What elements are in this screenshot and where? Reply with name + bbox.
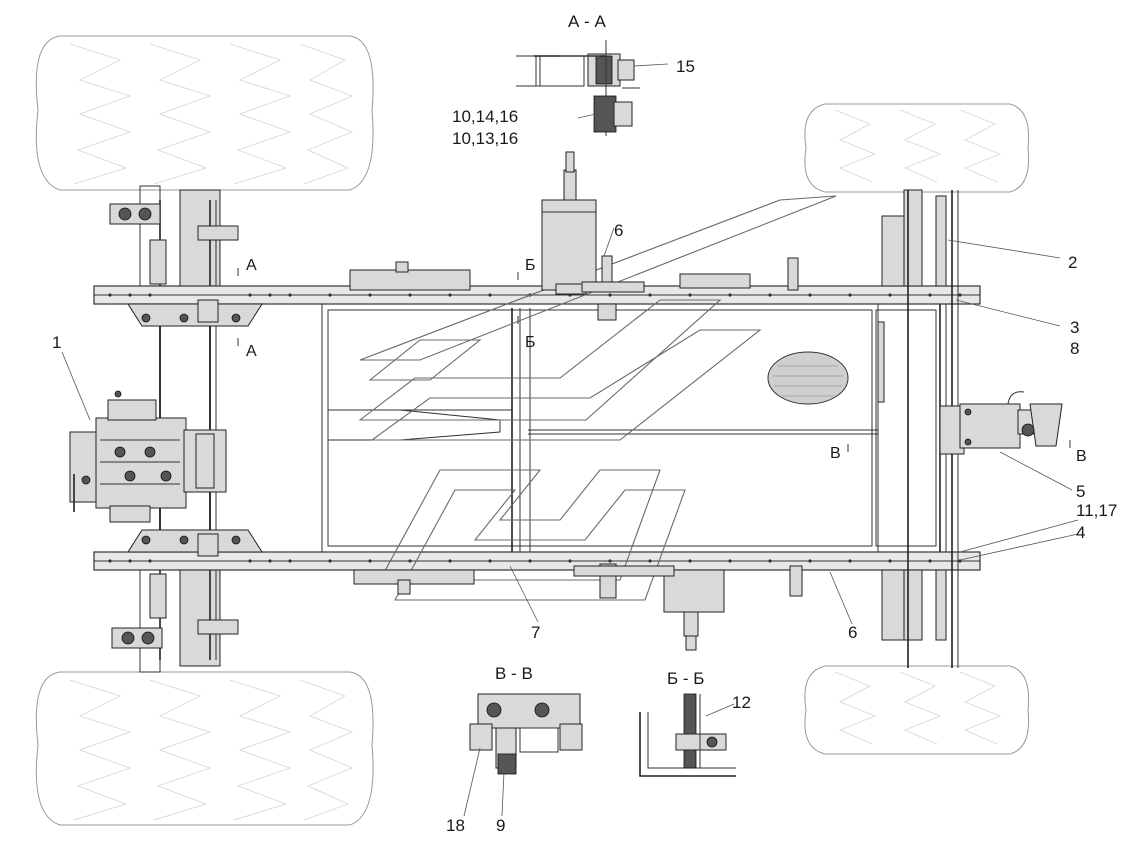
callout-8: 8 [1070, 339, 1079, 358]
tow-hitch [939, 391, 1063, 455]
callout-4: 4 [1076, 523, 1085, 542]
callout-12: 12 [732, 693, 751, 712]
cut-b-bottom-label: Б [525, 334, 536, 351]
cut-a-top-label: А [246, 257, 257, 274]
callout-6-bottom: 6 [848, 623, 857, 642]
section-bb-detail [639, 693, 736, 777]
callout-18: 18 [446, 816, 465, 835]
callout-15: 15 [676, 57, 695, 76]
section-aa-title: А - А [568, 12, 606, 31]
section-aa-detail [516, 40, 640, 136]
callout-5: 5 [1076, 482, 1085, 501]
support-post-top [349, 151, 947, 321]
leader-lines [61, 63, 1079, 817]
watermark-logo [358, 195, 837, 601]
section-vv-title: В - В [495, 664, 533, 683]
frame-side-beam-bottom [93, 551, 981, 571]
callout-10-13-16: 10,13,16 [452, 129, 518, 148]
tire-rear-right [804, 665, 1030, 755]
cut-a-bottom-label: А [246, 343, 257, 360]
callout-1: 1 [52, 333, 61, 352]
tire-front-left [35, 35, 374, 191]
section-vv-detail [469, 693, 583, 775]
section-bb-title: Б - Б [667, 669, 704, 688]
cut-b-top-label: Б [525, 257, 536, 274]
cut-v-right-label: В [1076, 448, 1087, 465]
callout-6-top: 6 [614, 221, 623, 240]
callout-11-17: 11,17 [1076, 501, 1117, 520]
cut-v-left-label: В [830, 445, 841, 462]
tire-rear-left [35, 671, 374, 826]
tire-front-right [804, 103, 1030, 193]
callout-10-14-16: 10,14,16 [452, 107, 518, 126]
callout-3: 3 [1070, 318, 1079, 337]
callout-7: 7 [531, 623, 540, 642]
callout-2: 2 [1068, 253, 1077, 272]
power-unit [69, 390, 227, 523]
hatch-cover [767, 351, 849, 405]
frame-side-beam-top [93, 285, 981, 305]
callout-9: 9 [496, 816, 505, 835]
